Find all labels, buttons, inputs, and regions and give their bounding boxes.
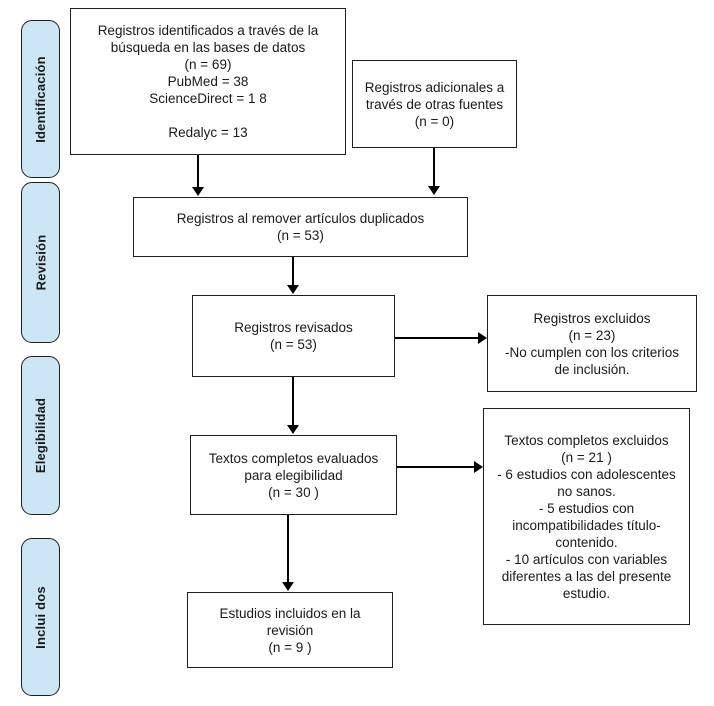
box-additional-records: Registros adicionales a través de otras …	[352, 60, 517, 148]
box-records-screened-text: Registros revisados (n = 53)	[234, 320, 353, 352]
box-fulltext-excluded: Textos completos excluidos (n = 21 ) - 6…	[483, 408, 690, 625]
arrow-screened-to-excluded-line	[395, 337, 478, 339]
box-records-screened: Registros revisados (n = 53)	[192, 295, 395, 377]
box-fulltext-assessed: Textos completos evaluados para elegibil…	[190, 435, 397, 515]
arrow-fulltext-to-included-line	[287, 515, 289, 583]
box-fulltext-excluded-text: Textos completos excluidos (n = 21 ) - 6…	[497, 432, 676, 601]
arrow-additional-to-dedup-head-icon	[428, 186, 440, 195]
arrow-additional-to-dedup-line	[433, 148, 435, 187]
box-records-identified: Registros identificados a través de la b…	[70, 8, 346, 155]
arrow-screened-to-fulltext-head-icon	[287, 425, 299, 434]
box-records-excluded: Registros excluidos (n = 23) -No cumplen…	[487, 295, 697, 392]
arrow-screened-to-fulltext-line	[292, 377, 294, 426]
box-studies-included: Estudios incluidos en la revisión (n = 9…	[187, 592, 393, 668]
stage-included-label: Inclui dos	[33, 585, 49, 649]
arrow-fulltext-to-excluded-head-icon	[474, 461, 483, 473]
stage-eligibility-label: Elegibilidad	[33, 397, 49, 474]
box-studies-included-text: Estudios incluidos en la revisión (n = 9…	[219, 605, 361, 655]
stage-identification-label: Identificación	[33, 55, 48, 143]
arrow-fulltext-to-excluded-line	[397, 466, 474, 468]
arrow-screened-to-excluded-head-icon	[478, 332, 487, 344]
arrow-dedup-to-screened-line	[292, 257, 294, 286]
box-records-deduplicated-text: Registros al remover artículos duplicado…	[176, 211, 425, 243]
box-fulltext-assessed-text: Textos completos evaluados para elegibil…	[208, 450, 379, 500]
box-records-deduplicated: Registros al remover artículos duplicado…	[133, 197, 468, 257]
stage-eligibility: Elegibilidad	[21, 356, 60, 515]
box-additional-records-text: Registros adicionales a través de otras …	[364, 79, 505, 129]
arrow-identified-to-dedup-line	[197, 155, 199, 188]
stage-identification: Identificación	[21, 20, 60, 178]
box-records-identified-text: Registros identificados a través de la b…	[97, 23, 319, 140]
stage-screening-label: Revisión	[33, 234, 49, 291]
box-records-excluded-text: Registros excluidos (n = 23) -No cumplen…	[504, 310, 680, 377]
stage-included: Inclui dos	[21, 538, 60, 696]
arrow-dedup-to-screened-head-icon	[287, 285, 299, 294]
arrow-fulltext-to-included-head-icon	[282, 582, 294, 591]
arrow-identified-to-dedup-head-icon	[192, 187, 204, 196]
stage-screening: Revisión	[21, 182, 60, 343]
